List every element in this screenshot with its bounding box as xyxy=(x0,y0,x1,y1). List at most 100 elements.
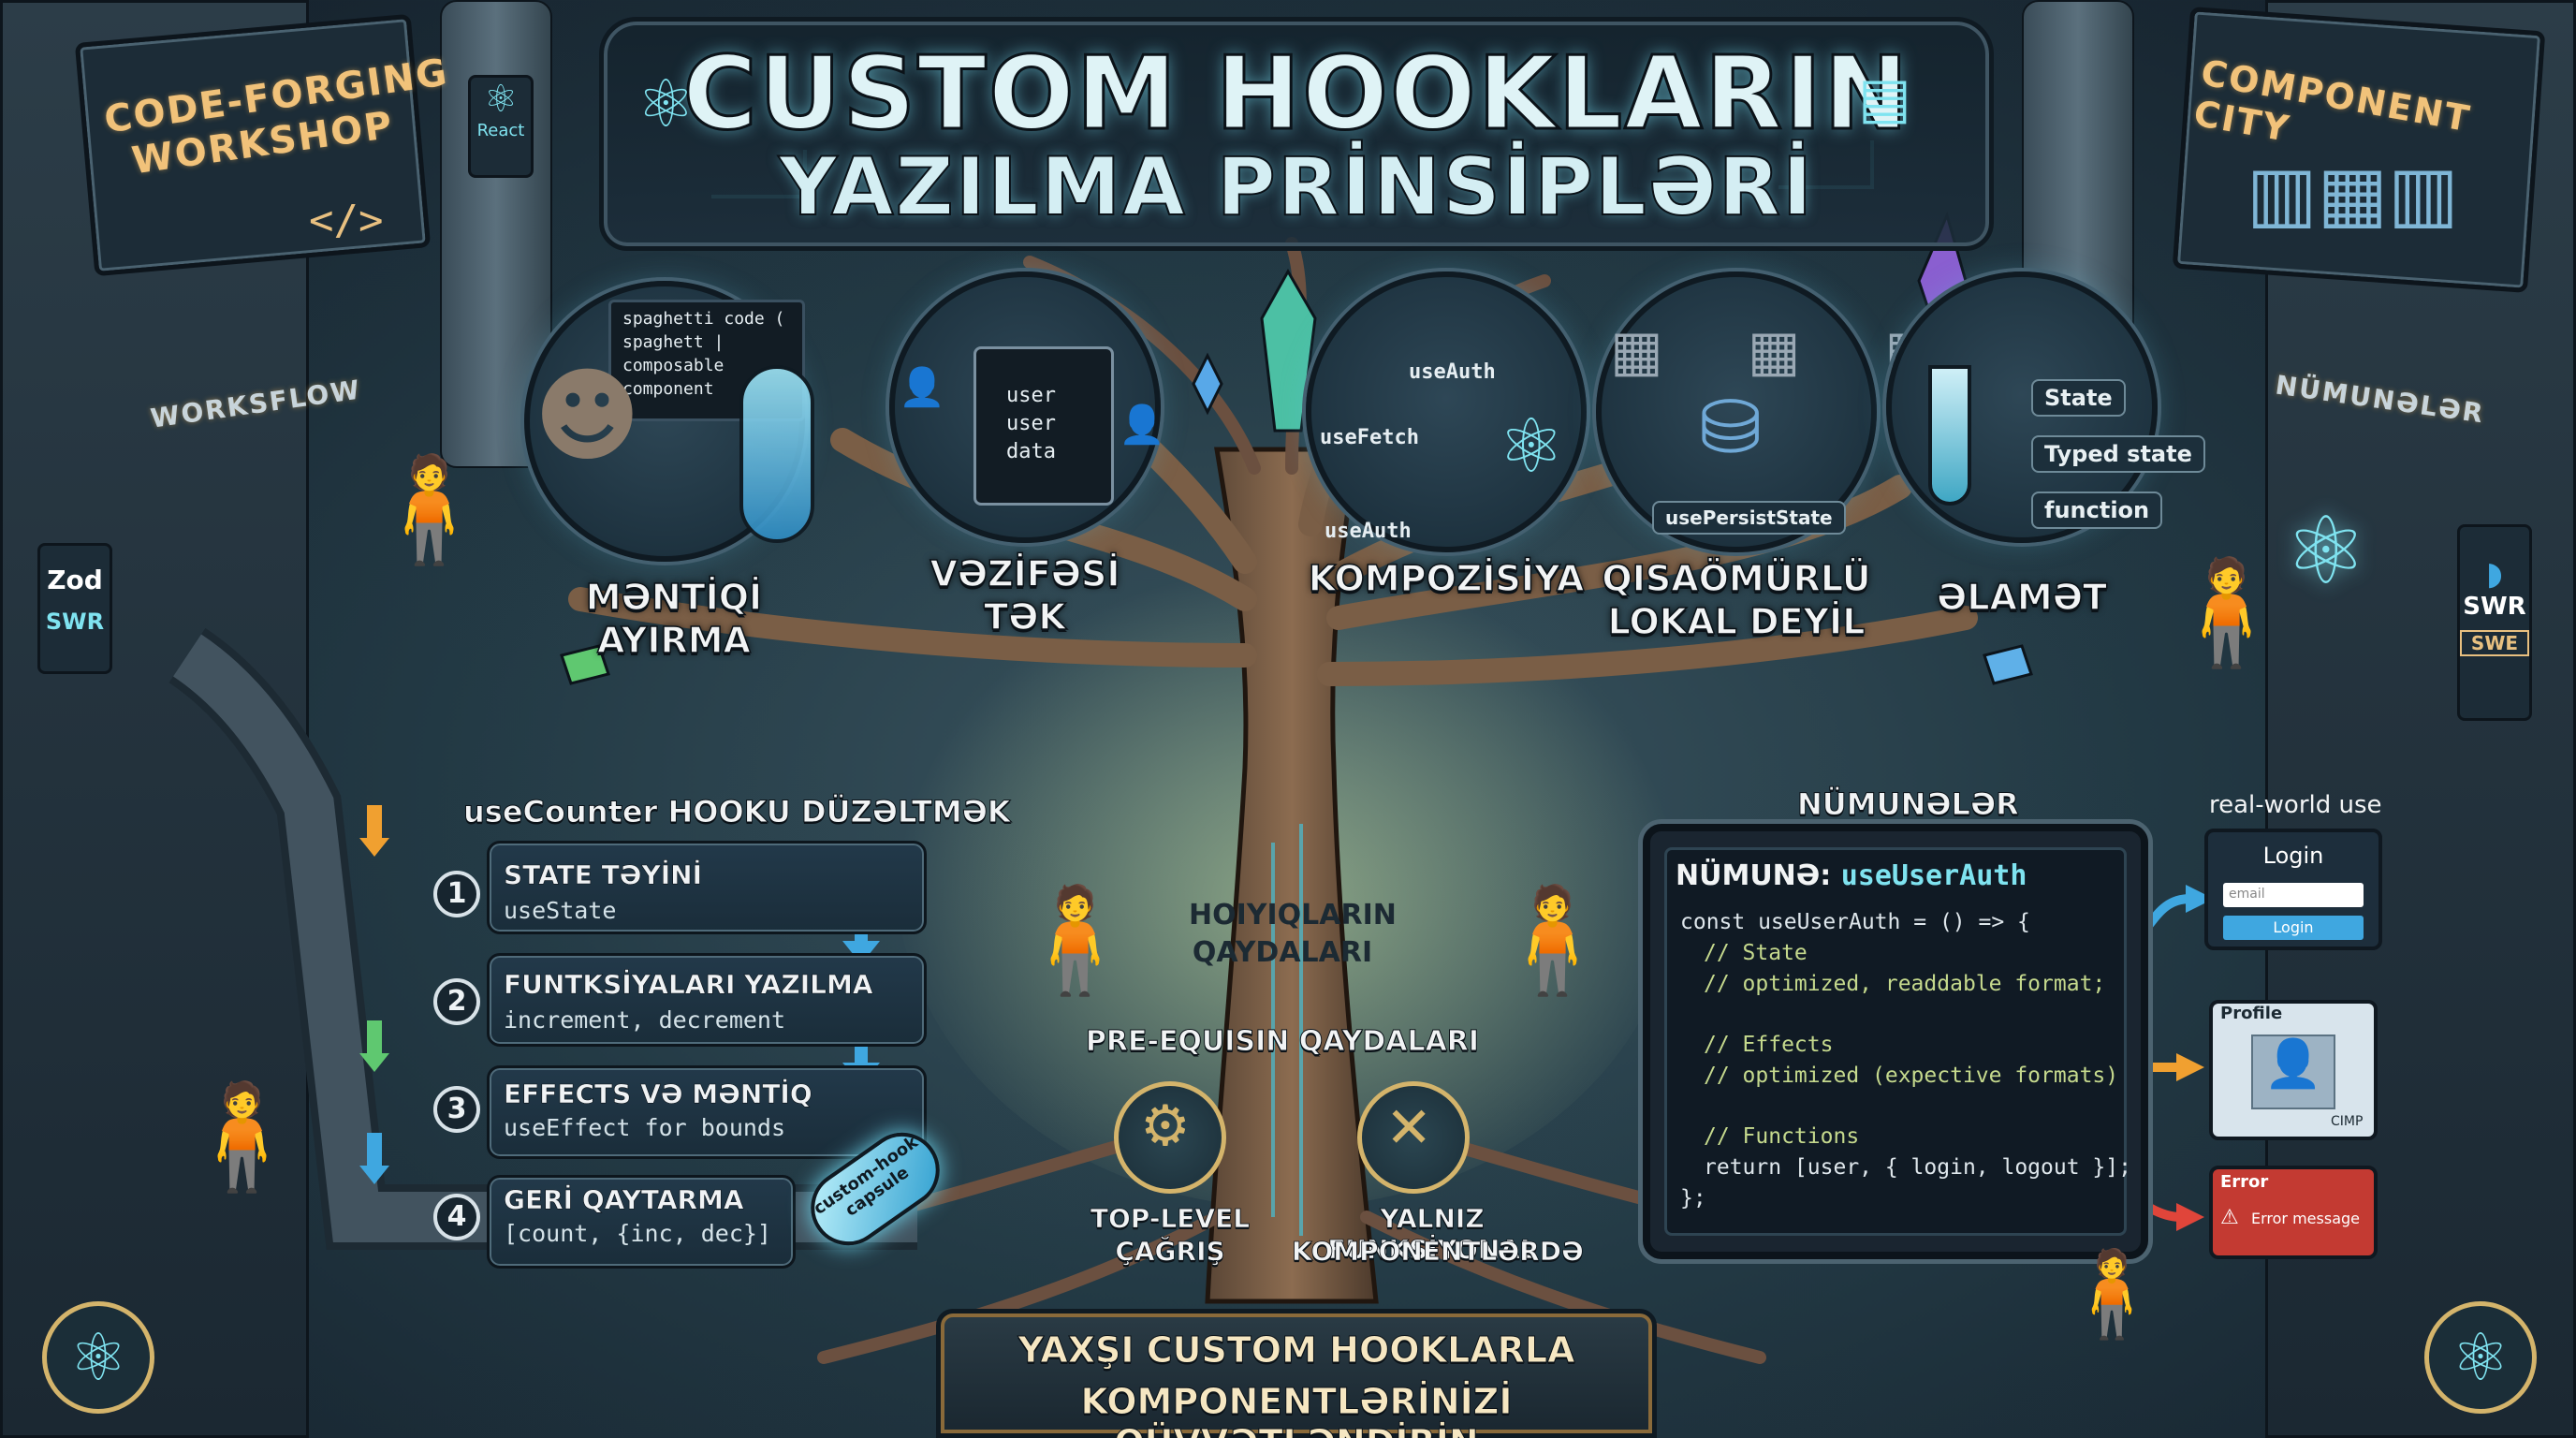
prereq-rules-title: PRE-EQUISIN QAYDALARI xyxy=(1085,1025,1480,1059)
developer-figure-tree-right: 🧍 xyxy=(1488,880,1617,1000)
profile-badge: CIMP xyxy=(2331,1114,2364,1129)
server-cubes-icon: ▦▦▦ xyxy=(1610,318,2023,384)
developer-person-icon: ☻ xyxy=(534,356,641,476)
step-sub-3: useEffect for bounds xyxy=(504,1114,786,1141)
signature-tag-function: function xyxy=(2031,492,2163,529)
principle-label-persistent-line1: QISAÖMÜRLÜ xyxy=(1602,557,1872,600)
step-number-2: 2 xyxy=(433,978,480,1025)
srp-item-1: user xyxy=(1006,384,1056,407)
step-sub-1: useState xyxy=(504,897,617,924)
user-icon-left: 👤 xyxy=(899,366,945,409)
title-frame xyxy=(599,17,1994,251)
developer-figure-left: 🧍 xyxy=(365,449,493,569)
hooks-rules-title-line1: HOIYIQLARIN xyxy=(1189,899,1397,932)
rule-functional-line1: YALNIZ FUNKSİYONAL xyxy=(1327,1203,1537,1266)
login-card-title: Login xyxy=(2262,843,2324,869)
spaghetti-code-line1: spaghetti code ( xyxy=(622,309,785,329)
react-logo-icon: ⚛ xyxy=(484,78,518,121)
examples-heading: NÜMUNƏLƏR xyxy=(1797,786,2020,823)
step-card-4 xyxy=(487,1175,796,1269)
realworld-label: real-world use xyxy=(2209,791,2382,819)
city-buildings-icon: ▥▦▥ xyxy=(2247,150,2459,237)
hooks-rules-title-line2: QAYDALARI xyxy=(1192,936,1373,969)
composition-item-2: useFetch xyxy=(1320,426,1419,449)
spaghetti-code-line2: spaghett | xyxy=(622,332,724,352)
page-subtitle: YAZILMA PRİNSİPLƏRİ xyxy=(778,139,1815,235)
login-email-input[interactable]: email xyxy=(2223,883,2364,907)
rule-top-level-line2: ÇAĞRIŞ xyxy=(1115,1236,1225,1268)
profile-card-title: Profile xyxy=(2220,1004,2283,1023)
code-line-1: const useUserAuth = () => { xyxy=(1680,910,2030,934)
spaghetti-code-line4: component xyxy=(622,379,714,399)
principle-label-logic-separation: MƏNTİQİ AYIRMA xyxy=(585,576,763,662)
rule-functional-circle xyxy=(1357,1081,1470,1194)
rule-functional-line2: KOMPONENTLƏRDƏ xyxy=(1292,1236,1585,1268)
composition-atom-icon: ⚛ xyxy=(1498,403,1565,490)
code-line-7: return [user, { login, logout }]; xyxy=(1704,1155,2131,1180)
react-monitor-icon: ⚛ xyxy=(2284,496,2368,606)
code-screen xyxy=(1664,847,2127,1236)
example-label-name: useUserAuth xyxy=(1840,859,2027,892)
step-sub-2: increment, decrement xyxy=(504,1006,786,1034)
browser-window-card xyxy=(973,346,1114,506)
signature-tag-typed-state: Typed state xyxy=(2031,435,2205,473)
principle-label-composition: KOMPOZİSİYA xyxy=(1308,557,1585,600)
error-warning-icon: ⚠ xyxy=(2220,1206,2239,1229)
composition-item-1: useAuth xyxy=(1409,360,1496,384)
code-line-8: }; xyxy=(1680,1186,1706,1211)
error-message: Error message xyxy=(2251,1210,2360,1227)
step-title-3: EFFECTS VƏ MƏNTİQ xyxy=(504,1078,812,1110)
developer-figure-tree-left: 🧍 xyxy=(1011,880,1139,1000)
signature-tag-state: State xyxy=(2031,379,2126,417)
step-card-3 xyxy=(487,1065,927,1159)
srp-item-2: user xyxy=(1006,412,1056,435)
principle-label-single-responsibility: VƏZİFƏSİ TƏK xyxy=(929,552,1121,638)
developer-figure-right: 🧍 xyxy=(2162,552,2291,672)
step-title-2: FUNTKSİYALARI YAZILMA xyxy=(504,969,873,1001)
error-card xyxy=(2209,1166,2378,1259)
page-title: CUSTOM HOOKLARIN xyxy=(681,35,1910,154)
principle-label-signature: ƏLAMƏT xyxy=(1936,576,2107,619)
swr-logo-icon: ◗ xyxy=(2486,555,2503,593)
step-number-1: 1 xyxy=(433,871,480,917)
step-card-2 xyxy=(487,953,927,1047)
srp-item-3: data xyxy=(1006,440,1056,463)
react-badge-label: React xyxy=(476,121,525,140)
step-number-3: 3 xyxy=(433,1086,480,1133)
capsule-icon xyxy=(739,365,814,543)
test-tube-icon xyxy=(1928,365,1971,506)
swr-label-left: SWR xyxy=(45,609,105,635)
step-card-1 xyxy=(487,841,927,934)
document-icon: ▤ xyxy=(1858,66,1911,131)
code-line-2: // State xyxy=(1704,941,1808,965)
corner-react-icon-right: ⚛ xyxy=(2424,1301,2537,1414)
zod-swr-badge: Zod SWR xyxy=(37,543,112,674)
functional-tools-icon: ✕ xyxy=(1385,1095,1433,1161)
step-title-4: GERİ QAYTARMA xyxy=(504,1184,744,1216)
rule-top-level-circle xyxy=(1114,1081,1226,1194)
zod-label: Zod xyxy=(47,565,103,595)
example-label-prefix: NÜMUNƏ: xyxy=(1676,859,1832,892)
developer-figure-steps: 🧍 xyxy=(178,1077,306,1196)
error-card-title: Error xyxy=(2220,1172,2269,1192)
principle-composition xyxy=(1306,271,1587,552)
corner-react-icon-left: ⚛ xyxy=(42,1301,154,1414)
principle-label-persistent-line2: LOKAL DEYİL xyxy=(1607,600,1866,643)
top-level-icon: ⚙ xyxy=(1140,1093,1191,1159)
user-icon-right: 👤 xyxy=(1119,404,1165,447)
login-button[interactable]: Login xyxy=(2223,916,2364,940)
react-atom-icon: ⚛ xyxy=(637,66,695,142)
code-line-4: // Effects xyxy=(1704,1033,1834,1057)
swr-badge-right: ◗ SWR SWE xyxy=(2457,524,2532,721)
code-line-6: // Functions xyxy=(1704,1124,1860,1149)
step-title-1: STATE TƏYİNİ xyxy=(504,859,703,891)
bottom-banner xyxy=(936,1309,1657,1438)
step-number-4: 4 xyxy=(433,1194,480,1240)
code-line-3: // optimized, readdable format; xyxy=(1704,972,2106,996)
profile-avatar: 👤 xyxy=(2251,1034,2335,1109)
rule-top-level-line1: TOP-LEVEL xyxy=(1090,1203,1251,1235)
developer-figure-bottom-right: 🧍 xyxy=(2059,1245,2165,1343)
banner-line-1: YAXŞI CUSTOM HOOKLARLA xyxy=(1017,1329,1575,1372)
steps-heading: useCounter HOOKU DÜZƏLTMƏK xyxy=(463,794,1012,830)
swr-label-right: SWR xyxy=(2463,593,2526,621)
